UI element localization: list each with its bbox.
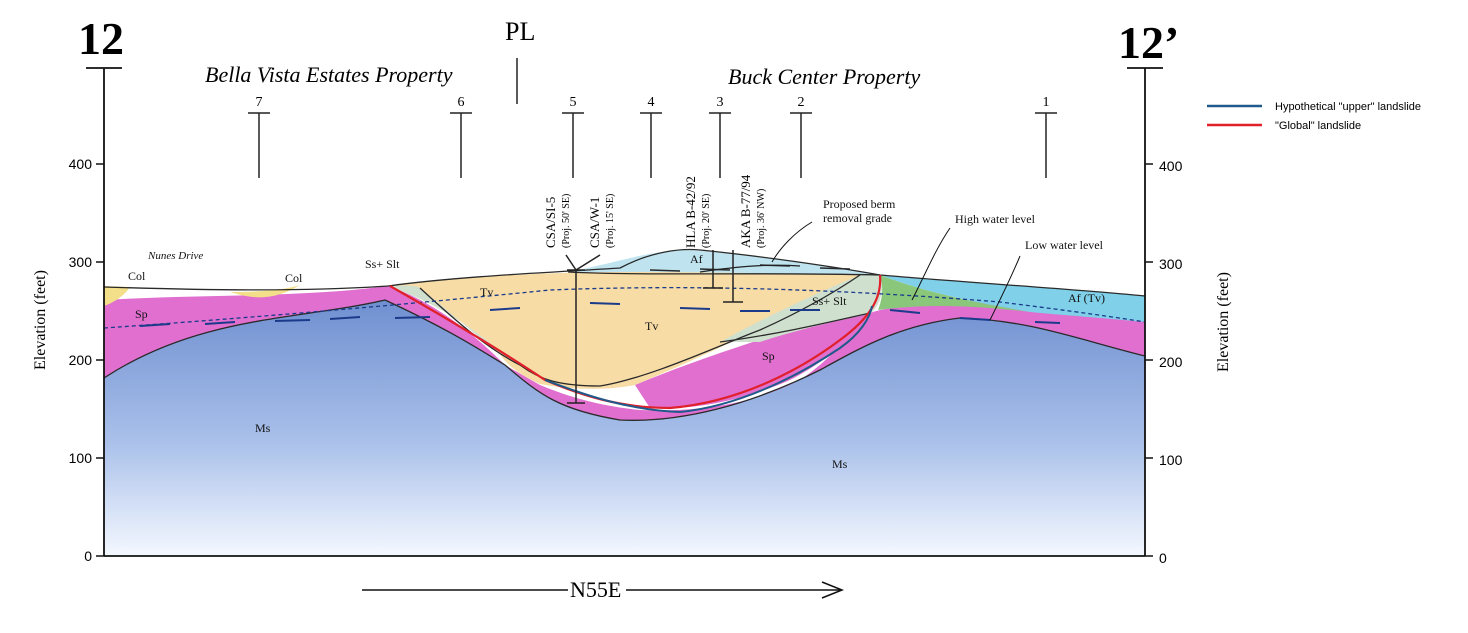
right-tick-label: 0 — [1159, 550, 1167, 566]
ground-surface — [103, 248, 1146, 297]
unit-label-tv-upper: Tv — [480, 285, 493, 299]
berm-grade-line — [699, 264, 801, 273]
boring-aka-note: (Proj. 36' NW) — [756, 189, 767, 248]
unit-label-ss-slt-left: Ss+ Slt — [365, 257, 400, 271]
axes — [86, 67, 1163, 557]
unit-green — [878, 275, 1030, 312]
unit-label-ss-slt-right: Ss+ Slt — [812, 294, 847, 308]
left-axis-title: Elevation (feet) — [32, 270, 49, 370]
boring-csa — [565, 254, 601, 404]
upper-landslide-line — [544, 305, 873, 414]
unit-label-col-right: Col — [285, 271, 303, 285]
unit-col-right — [230, 285, 300, 298]
unit-label-ms-left: Ms — [255, 421, 271, 435]
boring-aka-name: AKA B-77/94 — [738, 174, 753, 248]
right-tick-label: 300 — [1159, 256, 1183, 272]
unit-ms — [104, 300, 1145, 556]
unit-label-sp-left: Sp — [135, 307, 148, 321]
left-tick-label: 200 — [69, 352, 93, 368]
unit-label-af-tv: Af (Tv) — [1068, 291, 1105, 305]
contact-af-base — [567, 271, 881, 276]
low-water-dashes — [139, 302, 1061, 327]
station-label: 5 — [570, 95, 577, 110]
low-water-leader — [989, 255, 1021, 321]
high-water-leader — [911, 227, 951, 301]
right-axis-title: Elevation (feet) — [1215, 272, 1232, 372]
annotation-high-water: High water level — [955, 212, 1036, 226]
annotation-berm-line2: removal grade — [823, 211, 892, 225]
unit-ss-slt-right — [720, 275, 882, 342]
station-label: 6 — [458, 95, 465, 110]
station-label: 4 — [648, 95, 655, 110]
section-end-label: 12’ — [1118, 17, 1179, 68]
station-label: 3 — [717, 95, 724, 110]
boring-csa-si5-note: (Proj. 50' SE) — [561, 194, 572, 248]
annotation-low-water: Low water level — [1025, 238, 1104, 252]
unit-label-af: Af — [690, 252, 703, 266]
boring-hla-name: HLA B-42/92 — [683, 176, 698, 248]
unit-tv — [388, 271, 860, 389]
unit-label-tv-lower: Tv — [645, 319, 658, 333]
annotation-berm-line1: Proposed berm — [823, 197, 896, 211]
high-water-line — [103, 286, 1146, 329]
legend: Hypothetical "upper" landslide "Global" … — [1207, 101, 1421, 132]
right-tick-label: 400 — [1159, 158, 1183, 174]
left-tick-label: 300 — [69, 254, 93, 270]
station-label: 7 — [256, 95, 263, 110]
berm-leader — [771, 221, 813, 263]
station-label: 1 — [1043, 95, 1050, 110]
legend-label-global-landslide: "Global" landslide — [1275, 120, 1361, 132]
section-start-label: 12 — [78, 13, 124, 64]
legend-label-upper-landslide: Hypothetical "upper" landslide — [1275, 101, 1421, 113]
left-tick-label: 400 — [69, 156, 93, 172]
unit-af-tv — [880, 275, 1145, 322]
contact-tv-base — [419, 274, 861, 387]
boring-csa-si5-name: CSA/SI-5 — [543, 197, 558, 248]
station-label: 2 — [798, 95, 805, 110]
direction-arrow — [362, 581, 845, 599]
right-property-label: Buck Center Property — [728, 64, 920, 89]
property-line-label: PL — [505, 17, 535, 46]
contact-sp-right — [719, 312, 871, 343]
unit-label-sp-right: Sp — [762, 349, 775, 363]
global-landslide-line — [389, 274, 882, 410]
right-tick-label: 200 — [1159, 354, 1183, 370]
boring-hla — [703, 250, 743, 303]
left-tick-label: 0 — [84, 548, 92, 564]
unit-label-nunes-drive: Nunes Drive — [147, 250, 203, 262]
boring-csa-w1-note: (Proj. 15' SE) — [605, 194, 616, 248]
left-tick-label: 100 — [69, 450, 93, 466]
direction-label: N55E — [570, 577, 621, 602]
unit-label-ms-right: Ms — [832, 457, 848, 471]
boring-csa-w1-name: CSA/W-1 — [587, 197, 602, 248]
unit-af — [568, 250, 880, 275]
boring-hla-note: (Proj. 20' SE) — [701, 194, 712, 248]
right-tick-label: 100 — [1159, 452, 1183, 468]
axis-ticks: 0 0 100 100 200 200 300 300 400 400 — [69, 156, 1183, 566]
unit-col-left — [104, 286, 130, 306]
left-property-label: Bella Vista Estates Property — [205, 62, 453, 87]
cross-section — [103, 248, 1146, 556]
station-markers: 7 6 5 4 3 2 1 — [248, 95, 1057, 178]
unit-sp-right — [635, 312, 870, 409]
unit-label-col-left: Col — [128, 269, 146, 283]
unit-sp-bowl — [505, 301, 1145, 421]
